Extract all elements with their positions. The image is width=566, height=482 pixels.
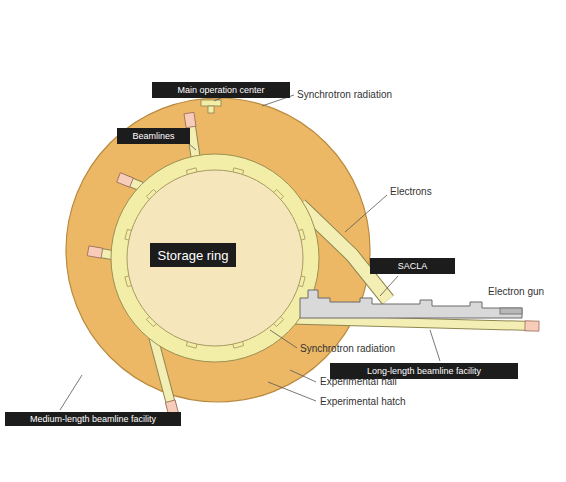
facility-label-box: Main operation center — [152, 82, 290, 98]
label-text: Long-length beamline facility — [367, 366, 481, 376]
experimental-hatch — [525, 321, 539, 331]
storage-ring — [111, 154, 319, 362]
leader-line — [290, 370, 316, 382]
callout-label: Synchrotron radiation — [297, 89, 392, 100]
operation-center-building — [201, 100, 221, 106]
label-text: Storage ring — [158, 248, 229, 263]
leader-line — [214, 98, 221, 101]
operation-center-building — [208, 106, 214, 113]
leader-line — [270, 330, 297, 348]
ring-notches — [125, 168, 305, 348]
experimental-hall — [66, 98, 370, 402]
beamline-tubes — [87, 112, 539, 416]
experimental-hatch — [117, 173, 134, 187]
experimental-hatch — [87, 246, 103, 258]
electron-gun — [500, 308, 522, 314]
leader-line — [345, 195, 387, 232]
facility-label-box: SACLA — [370, 258, 455, 274]
label-text: Beamlines — [132, 131, 174, 141]
leader-line — [188, 143, 196, 150]
leader-line — [60, 375, 82, 410]
leader-line — [380, 276, 398, 296]
callout-label: Experimental hatch — [320, 396, 406, 407]
callout-label: Electrons — [390, 186, 432, 197]
label-text: Main operation center — [177, 85, 264, 95]
leader-line — [268, 382, 316, 401]
experimental-hatch — [184, 112, 196, 127]
callout-label: Electron gun — [488, 286, 544, 297]
ring-label-box: Storage ring — [150, 243, 236, 267]
callout-label: Experimental hall — [320, 376, 397, 387]
facility-label-box: Medium-length beamline facility — [5, 412, 181, 426]
leader-line — [430, 330, 440, 361]
label-text: Medium-length beamline facility — [30, 414, 156, 424]
facility-label-box: Beamlines — [117, 128, 190, 144]
ring-interior — [127, 170, 303, 346]
label-text: SACLA — [398, 261, 428, 271]
callout-label: Synchrotron radiation — [300, 343, 395, 354]
